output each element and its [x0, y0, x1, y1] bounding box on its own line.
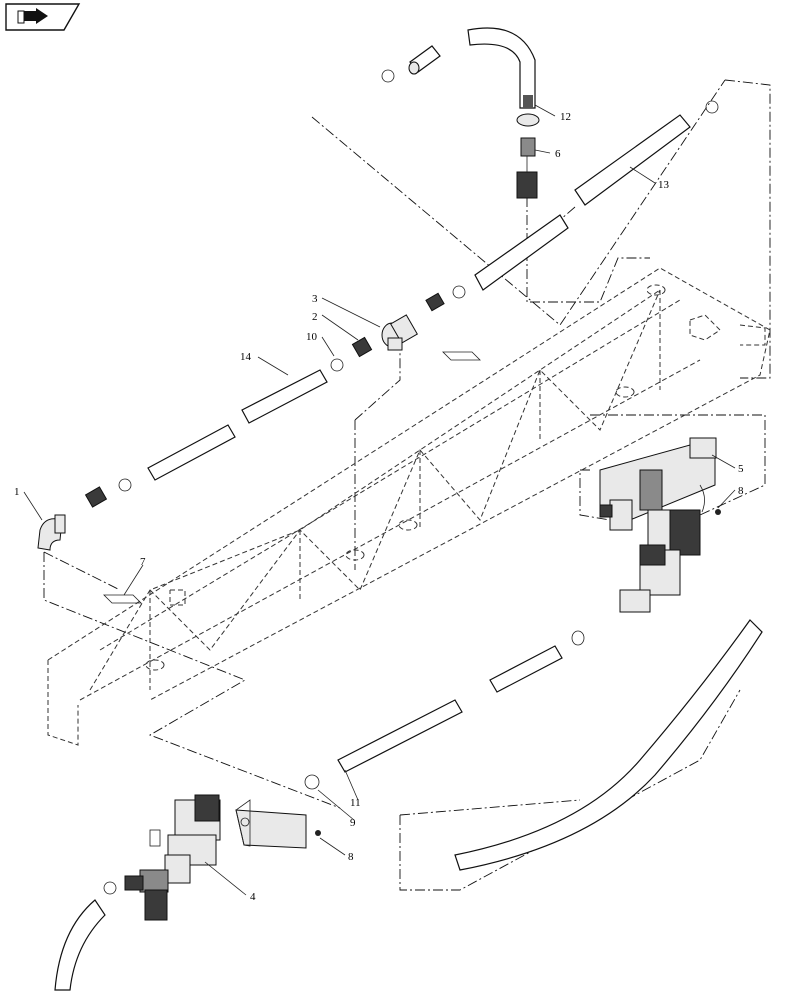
valve-assembly-5 [599, 437, 721, 613]
assembly-lines [43, 79, 771, 891]
tee-fitting-3 [381, 314, 418, 351]
hose-14 [147, 369, 328, 481]
fittings-upper-boom [425, 285, 466, 312]
boom-frame [47, 267, 771, 746]
callout-8-upper: 8 [738, 485, 744, 497]
callout-11: 11 [350, 797, 361, 809]
clamp-10 [330, 358, 344, 372]
clamp-9 [304, 774, 320, 790]
fitting-6 [516, 137, 538, 199]
inlet-hose-lower-left [54, 899, 106, 991]
long-supply-hose [454, 619, 763, 871]
valve-assembly-4 [124, 794, 221, 921]
callout-13: 13 [658, 179, 670, 191]
callout-3: 3 [312, 293, 318, 305]
clamp-left [118, 478, 132, 492]
callout-2: 2 [312, 311, 318, 323]
elbow-hose-12 [467, 27, 540, 127]
short-hose-top [408, 45, 441, 75]
elbow-1 [37, 514, 66, 551]
fitting-left [84, 486, 108, 508]
next-page-arrow-icon[interactable] [5, 3, 81, 31]
callout-12: 12 [560, 111, 571, 123]
clamp-lower-left [103, 881, 117, 895]
hose-clamp-top-left [381, 69, 395, 83]
pin-7-upper [442, 351, 481, 361]
callout-14: 14 [240, 351, 252, 363]
callout-7: 7 [140, 556, 146, 568]
hose-13 [474, 100, 719, 291]
fitting-2 [351, 336, 373, 358]
callout-10: 10 [306, 331, 318, 343]
callout-1: 1 [14, 486, 20, 498]
callout-6: 6 [555, 148, 561, 160]
callout-4: 4 [250, 891, 256, 903]
mounting-bracket [235, 799, 321, 849]
pin-7-lower [103, 594, 142, 604]
callout-9: 9 [350, 817, 356, 829]
hose-11 [337, 630, 585, 773]
callout-8-lower: 8 [348, 851, 354, 863]
callout-5: 5 [738, 463, 744, 475]
callout-leaders [23, 104, 736, 896]
